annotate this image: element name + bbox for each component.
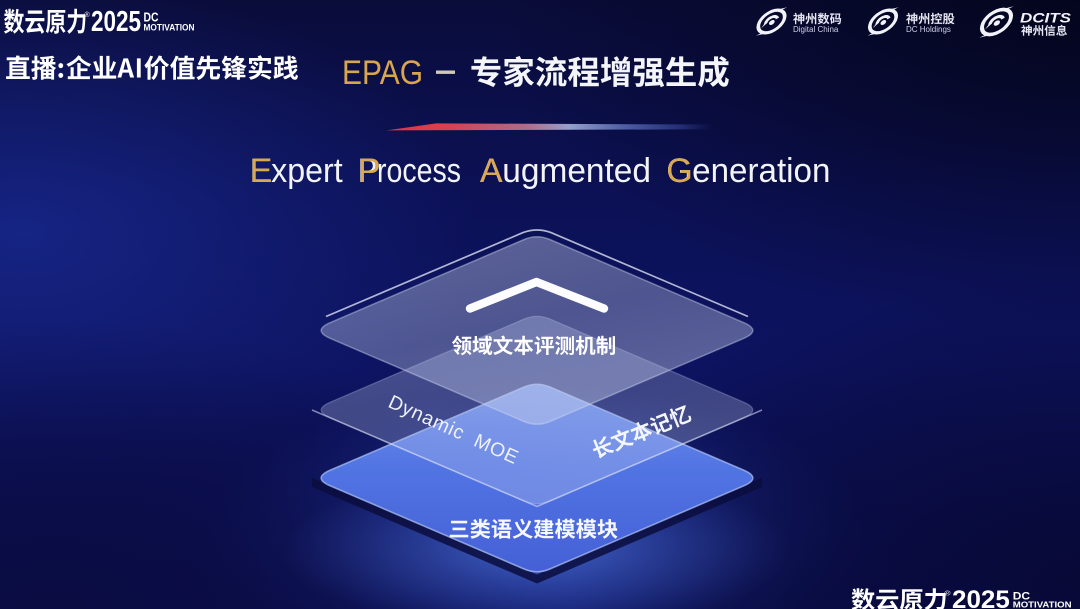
- svg-text:G: G: [666, 152, 692, 190]
- svg-text:MOTIVATION: MOTIVATION: [1013, 600, 1072, 609]
- svg-text:®: ®: [85, 11, 91, 19]
- svg-text:DC: DC: [1013, 589, 1030, 602]
- svg-text:Expert: Expert: [250, 152, 344, 190]
- svg-text:MOTIVATION: MOTIVATION: [144, 23, 195, 33]
- svg-text:E: E: [250, 152, 273, 190]
- svg-text:DC: DC: [144, 11, 159, 25]
- svg-text:Augmented: Augmented: [480, 152, 651, 190]
- svg-text:Generation: Generation: [666, 152, 830, 190]
- svg-text:®: ®: [945, 590, 952, 597]
- svg-text:Digital China: Digital China: [793, 25, 839, 34]
- svg-text:P: P: [358, 152, 381, 190]
- svg-text:DCITS: DCITS: [1020, 11, 1071, 26]
- svg-text:DC Holdings: DC Holdings: [906, 25, 951, 34]
- svg-text:2025: 2025: [952, 587, 1010, 609]
- svg-text:A: A: [480, 152, 503, 190]
- svg-text:EPAG: EPAG: [342, 54, 423, 92]
- svg-text:2025: 2025: [91, 6, 141, 38]
- svg-text:Process: Process: [358, 152, 461, 190]
